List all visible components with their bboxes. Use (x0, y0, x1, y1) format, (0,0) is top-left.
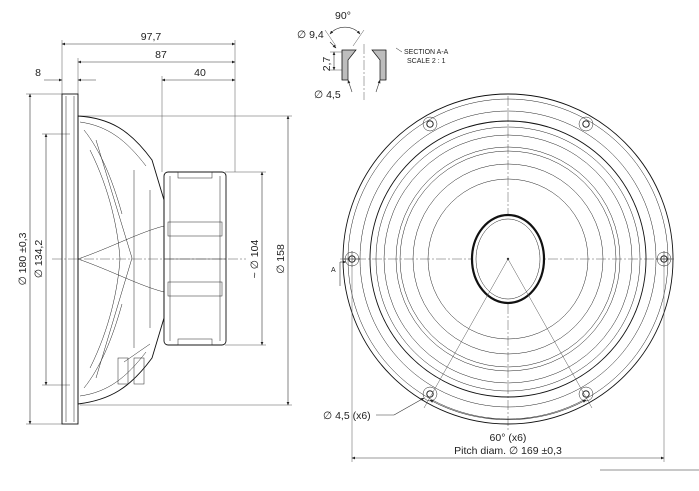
section-depth-2-7-label: 2,7 (321, 57, 333, 72)
hole-diameter-label: ∅ 4,5 (x6) (323, 410, 371, 422)
dim-134-label: ∅ 134,2 (33, 240, 45, 278)
section-diam-9-4-label: ∅ 9,4 (297, 29, 324, 41)
section-angle-label: 90° (335, 10, 351, 22)
dim-87-label: 87 (155, 49, 167, 61)
side-view: 97,7 87 40 8 ∅ 180 ±0,3 ∅ 134,2 ~ ∅ 104 … (17, 31, 292, 425)
terminal-right (133, 357, 145, 385)
section-scale: SCALE 2 : 1 (407, 58, 446, 65)
front-view: A ∅ 4,5 (x6) 60° (x6) Pitch diam. ∅ 169 … (323, 93, 699, 471)
angle-60-label: 60° (x6) (490, 432, 527, 444)
dim-97-7-label: 97,7 (141, 31, 162, 43)
surround (383, 134, 633, 384)
dim-8-label: 8 (35, 67, 41, 79)
section-diam-4-5-label: ∅ 4,5 (314, 89, 341, 101)
dim-158-label: ∅ 158 (275, 244, 287, 274)
terminal-left (117, 357, 129, 385)
dim-40-label: 40 (194, 67, 206, 79)
mounting-hole (656, 251, 672, 267)
basket (77, 115, 165, 405)
section-detail: 90° ∅ 9,4 2,7 ∅ 4,5 SECTION A-A SCALE 2 … (297, 10, 449, 101)
section-title: SECTION A-A (404, 49, 449, 56)
section-marker-a-top: A (331, 267, 336, 274)
mounting-hole (422, 116, 438, 132)
cone (412, 163, 604, 355)
pitch-diameter-label: Pitch diam. ∅ 169 ±0,3 (454, 445, 562, 457)
mounting-hole (578, 116, 594, 132)
mounting-hole (344, 251, 360, 267)
frame-outer (342, 93, 674, 425)
dim-104-label: ~ ∅ 104 (249, 240, 261, 279)
angle-arc-60 (429, 399, 587, 421)
dim-180-label: ∅ 180 ±0,3 (17, 232, 29, 285)
magnet-assembly (163, 171, 227, 346)
